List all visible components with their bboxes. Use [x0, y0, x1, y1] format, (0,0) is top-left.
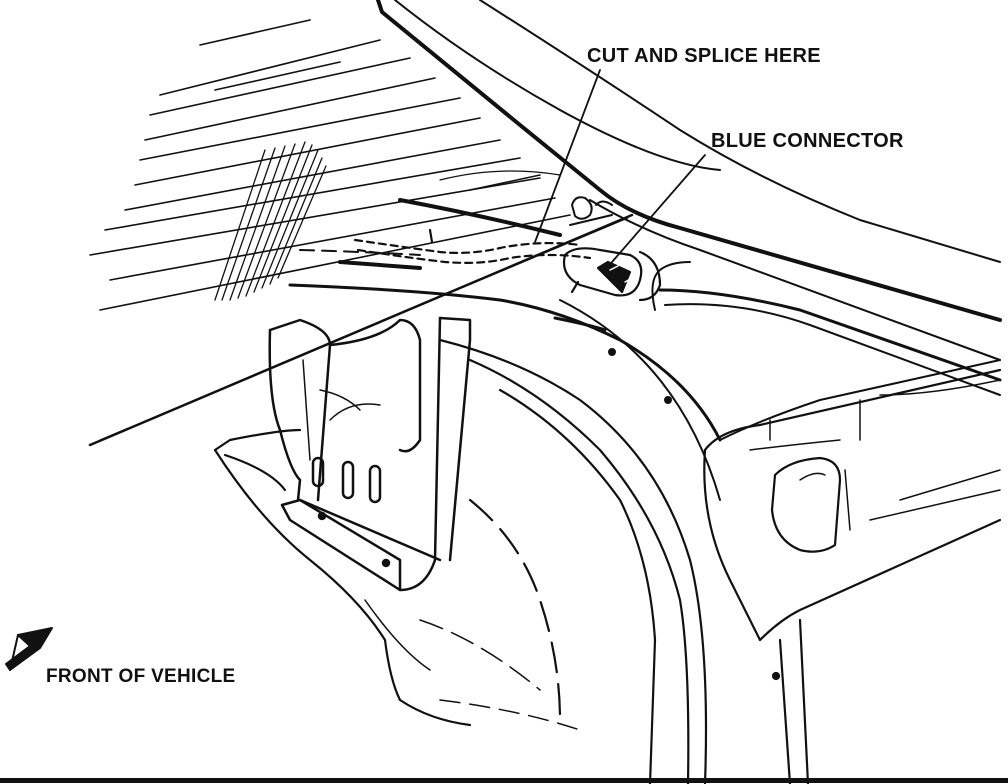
upper-cross-panel	[288, 170, 722, 442]
pillar-face	[553, 299, 1001, 501]
wheelhouse-panel	[213, 338, 708, 784]
quarter-panel	[703, 368, 1002, 784]
arrow-front-icon	[5, 627, 53, 671]
leader-lines	[534, 69, 706, 263]
roof-pillar	[376, 0, 1002, 396]
label-front-of-vehicle: FRONT OF VEHICLE	[46, 666, 236, 687]
wiring-harness	[353, 228, 592, 264]
harness-clip	[569, 196, 613, 226]
headliner-hatching	[89, 19, 571, 311]
bottom-rule	[0, 778, 1008, 783]
callout-cut-and-splice: CUT AND SPLICE HERE	[587, 45, 821, 67]
callout-blue-connector: BLUE CONNECTOR	[711, 130, 904, 152]
shading-strokes	[214, 141, 327, 301]
mounting-bracket	[268, 316, 472, 592]
blue-connector	[562, 247, 662, 302]
